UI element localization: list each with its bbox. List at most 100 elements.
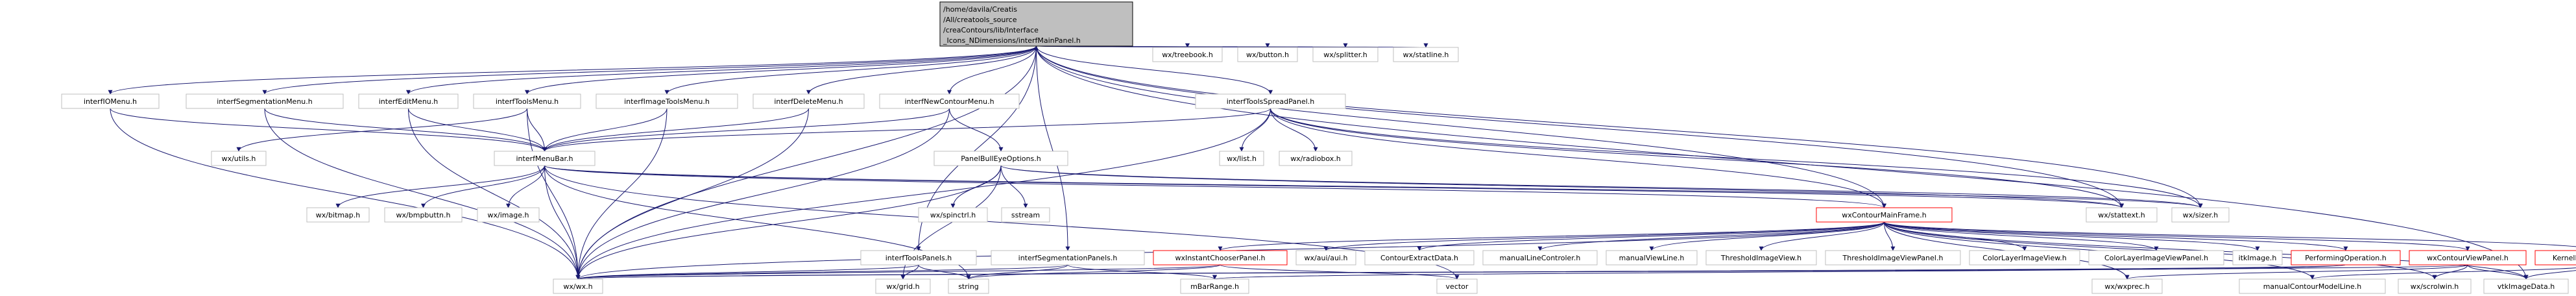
edge-interfMenuBar-to-wximage <box>506 165 545 208</box>
edge-root-to-wxsizer <box>1036 45 2203 208</box>
edge-wxContourMainFrame-to-KernelManagerContour <box>1884 221 2576 247</box>
edge-interfIOMenu-to-interfMenuBar <box>110 108 547 152</box>
node-string[interactable]: string <box>948 278 989 294</box>
node-box <box>2291 250 2401 265</box>
node-box <box>2409 250 2527 265</box>
node-wxbitmap[interactable]: wx/bitmap.h <box>306 207 370 223</box>
edge-interfSegmentationPanels-to-mBarRange <box>1067 264 1217 280</box>
node-interfSegmentationPanels[interactable]: interfSegmentationPanels.h <box>991 250 1145 265</box>
node-ColorLayerImageViewPanel[interactable]: ColorLayerImageViewPanel.h <box>2088 250 2224 265</box>
node-wxContourMainFrame[interactable]: wxContourMainFrame.h <box>1816 207 1953 223</box>
node-wximage[interactable]: wx/image.h <box>477 207 540 223</box>
node-wxgrid[interactable]: wx/grid.h <box>875 278 931 294</box>
node-KernelManagerContour[interactable]: KernelManagerContour.h <box>2534 250 2576 265</box>
node-wxContourViewPanel[interactable]: wxContourViewPanel.h <box>2409 250 2527 265</box>
node-wxstatline[interactable]: wx/statline.h <box>1393 47 1459 62</box>
node-interfSegmentationMenu[interactable]: interfSegmentationMenu.h <box>186 93 344 109</box>
edge-interfNewContourMenu-to-wxwx <box>575 108 950 280</box>
node-manualLineControler[interactable]: manualLineControler.h <box>1482 250 1598 265</box>
node-interfToolsSpreadPanel[interactable]: interfToolsSpreadPanel.h <box>1195 93 1346 109</box>
node-box <box>1295 250 1356 265</box>
edge-wxContourMainFrame-to-ColorLayerImageViewPanel <box>1884 221 2159 251</box>
node-label: ColorLayerImageViewPanel.h <box>2104 254 2208 262</box>
node-ThresholdImageView[interactable]: ThresholdImageView.h <box>1705 250 1817 265</box>
node-box <box>1825 250 1961 265</box>
node-label: string <box>958 282 979 291</box>
node-wxauiaui[interactable]: wx/aui/aui.h <box>1295 250 1356 265</box>
node-wxradiobox[interactable]: wx/radiobox.h <box>1279 151 1353 166</box>
node-vector[interactable]: vector <box>1436 278 1478 294</box>
node-mBarRange[interactable]: mBarRange.h <box>1180 278 1249 294</box>
root-node-interfMainPanel[interactable]: /home/davila/Creatis /All/creatools_sour… <box>939 1 1133 47</box>
node-interfMenuBar[interactable]: interfMenuBar.h <box>494 151 596 166</box>
node-interfImageToolsMenu[interactable]: interfImageToolsMenu.h <box>596 93 738 109</box>
node-interfNewContourMenu[interactable]: interfNewContourMenu.h <box>879 93 1020 109</box>
edge-root-to-interfDeleteMenu <box>806 45 1037 95</box>
node-wxwxprec[interactable]: wx/wxprec.h <box>2091 278 2163 294</box>
edge-wxContourMainFrame-to-ThresholdImageViewPanel <box>1884 221 1896 251</box>
edge-interfMenuBar-to-wxbmpbuttn <box>421 165 545 208</box>
node-ThresholdImageViewPanel[interactable]: ThresholdImageViewPanel.h <box>1825 250 1961 265</box>
node-PanelBullEyeOptions[interactable]: PanelBullEyeOptions.h <box>933 151 1068 166</box>
node-label: PanelBullEyeOptions.h <box>961 154 1041 163</box>
node-wxInstantChooserPanel[interactable]: wxInstantChooserPanel.h <box>1153 250 1288 265</box>
edge-interfImageToolsMenu-to-interfMenuBar <box>542 108 668 152</box>
node-wxstattext[interactable]: wx/stattext.h <box>2086 207 2158 223</box>
node-interfToolsPanels[interactable]: interfToolsPanels.h <box>860 250 977 265</box>
node-manualContourModelLine[interactable]: manualContourModelLine.h <box>2239 278 2386 294</box>
node-label: interfNewContourMenu.h <box>904 97 994 106</box>
node-box <box>477 207 540 223</box>
node-wxsizer[interactable]: wx/sizer.h <box>2171 207 2230 223</box>
node-itkImage[interactable]: itkImage.h <box>2232 250 2283 265</box>
node-box <box>553 278 603 294</box>
node-wxutils[interactable]: wx/utils.h <box>211 151 267 166</box>
node-label: wx/wxprec.h <box>2104 282 2149 291</box>
node-wxlist[interactable]: wx/list.h <box>1219 151 1264 166</box>
node-wxbutton[interactable]: wx/button.h <box>1237 47 1298 62</box>
node-manualViewLine[interactable]: manualViewLine.h <box>1606 250 1698 265</box>
node-ContourExtractData[interactable]: ContourExtractData.h <box>1364 250 1475 265</box>
node-label: wx/treebook.h <box>1162 51 1213 59</box>
node-interfToolsMenu[interactable]: interfToolsMenu.h <box>473 93 581 109</box>
node-label: wx/list.h <box>1227 154 1257 163</box>
node-label: ColorLayerImageView.h <box>1982 254 2066 262</box>
node-ColorLayerImageView[interactable]: ColorLayerImageView.h <box>1969 250 2080 265</box>
node-label: interfToolsMenu.h <box>496 97 559 106</box>
root-label-line-3: /creaContours/lib/Interface <box>943 26 1039 34</box>
edge-wxContourMainFrame-to-ThresholdImageView <box>1759 221 1884 251</box>
node-wxtreebook[interactable]: wx/treebook.h <box>1152 47 1223 62</box>
node-vtkImageData[interactable]: vtkImageData.h <box>2483 278 2569 294</box>
node-sstream[interactable]: sstream <box>1001 207 1050 223</box>
node-interfDeleteMenu[interactable]: interfDeleteMenu.h <box>752 93 865 109</box>
node-label: vector <box>1446 282 1469 291</box>
node-box <box>1279 151 1353 166</box>
node-box <box>2534 250 2576 265</box>
node-label: ThresholdImageViewPanel.h <box>1842 254 1944 262</box>
node-box <box>1482 250 1598 265</box>
node-wxspinctrl[interactable]: wx/spinctrl.h <box>918 207 988 223</box>
node-wxsplitter[interactable]: wx/splitter.h <box>1312 47 1378 62</box>
node-box <box>2171 207 2230 223</box>
node-wxscrolwin[interactable]: wx/scrolwin.h <box>2398 278 2472 294</box>
node-label: itkImage.h <box>2239 254 2277 262</box>
edge-PanelBullEyeOptions-to-wxstattext <box>1000 165 2124 208</box>
edge-root-to-interfSegmentationMenu <box>262 45 1037 95</box>
edge-wxContourViewPanel-to-wxwx <box>577 264 2468 280</box>
edge-interfEditMenu-to-interfMenuBar <box>408 108 547 152</box>
node-box <box>384 207 463 223</box>
node-label: wx/utils.h <box>222 154 256 163</box>
edge-PanelBullEyeOptions-to-wxsizer <box>1000 165 2203 208</box>
node-wxwx[interactable]: wx/wx.h <box>553 278 603 294</box>
node-wxbmpbuttn[interactable]: wx/bmpbuttn.h <box>384 207 463 223</box>
node-PerformingOperation[interactable]: PerformingOperation.h <box>2291 250 2401 265</box>
node-interfEditMenu[interactable]: interfEditMenu.h <box>358 93 459 109</box>
node-label: wx/statline.h <box>1403 51 1449 59</box>
node-box <box>1153 250 1288 265</box>
edge-wxInstantChooserPanel-to-string <box>966 264 1221 280</box>
node-label: wx/scrolwin.h <box>2411 282 2459 291</box>
edge-interfToolsSpreadPanel-to-wxsizer <box>1270 108 2203 208</box>
node-interfIOMenu[interactable]: interfIOMenu.h <box>61 93 160 109</box>
dependency-nodes: wx/treebook.h wx/button.h wx/splitter.h wx/… <box>61 47 2576 294</box>
node-label: interfDeleteMenu.h <box>774 97 843 106</box>
node-label: mBarRange.h <box>1190 282 1239 291</box>
